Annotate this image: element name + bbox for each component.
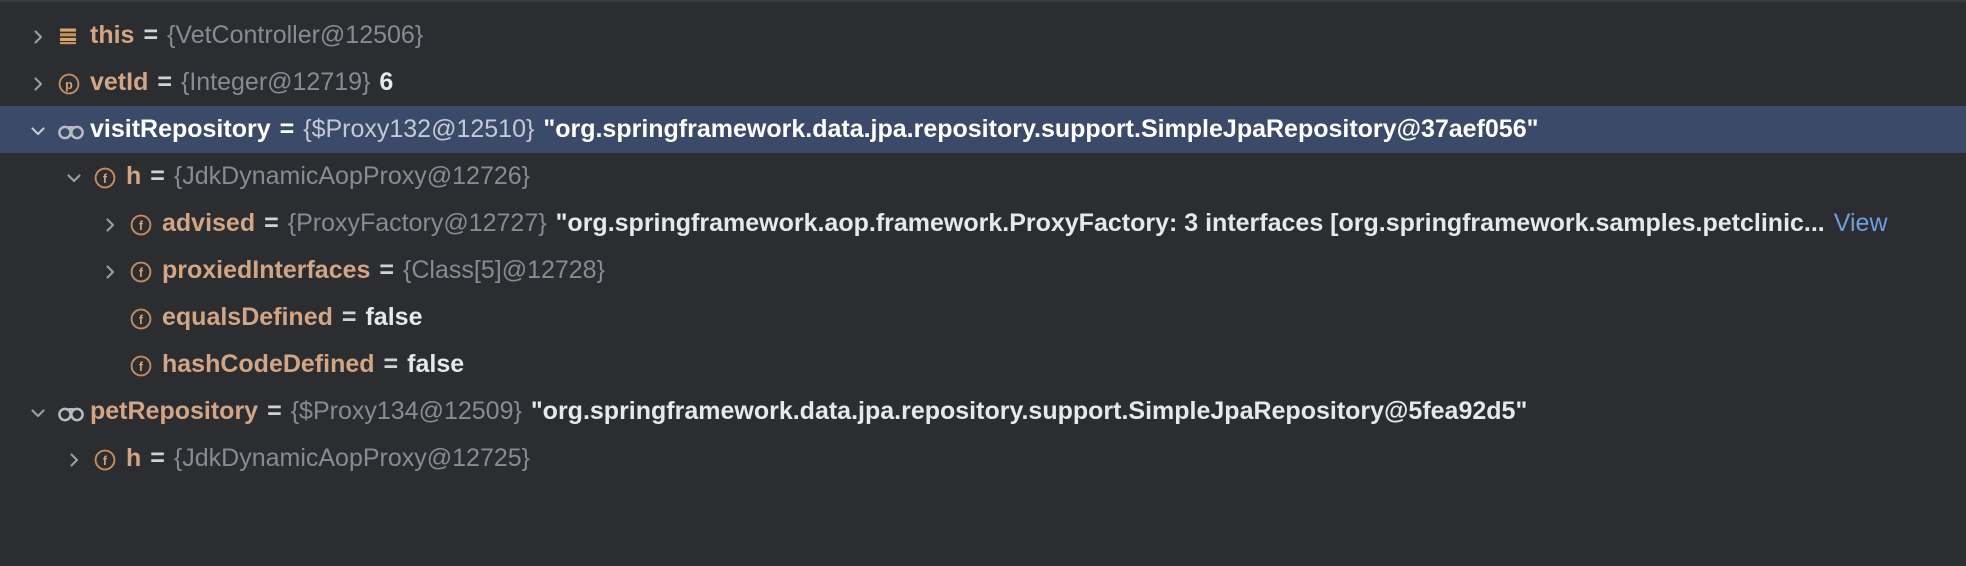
svg-text:f: f	[139, 219, 144, 233]
parameter-p-icon: p	[54, 59, 90, 106]
svg-text:f: f	[139, 266, 144, 280]
variable-type: {VetController@12506}	[167, 21, 424, 49]
assignment-operator: =	[267, 397, 282, 425]
field-icon: f	[90, 435, 126, 482]
variable-type: {JdkDynamicAopProxy@12725}	[173, 444, 531, 472]
tree-indent	[0, 200, 96, 247]
assignment-operator: =	[157, 68, 172, 96]
assignment-operator: =	[150, 162, 165, 190]
variable-name: hashCodeDefined	[162, 350, 375, 378]
variable-value: "org.springframework.data.jpa.repository…	[543, 115, 1539, 143]
assignment-operator: =	[279, 115, 295, 143]
field-icon: f	[126, 341, 162, 388]
chevron-down-icon[interactable]	[60, 153, 90, 200]
chevron-right-icon[interactable]	[96, 247, 126, 294]
variable-row-content: f advised = {ProxyFactory@12727} "org.spring…	[0, 200, 1888, 247]
tree-indent	[0, 247, 96, 294]
field-icon: f	[90, 153, 126, 200]
variable-name: h	[126, 444, 142, 472]
variables-tree[interactable]: this = {VetController@12506} p vetId = {Intege…	[0, 12, 1966, 482]
svg-text:f: f	[139, 360, 144, 374]
svg-text:f: f	[139, 313, 144, 327]
tree-indent	[0, 106, 24, 153]
variable-row-content: f proxiedInterfaces = {Class[5]@12728}	[0, 247, 605, 294]
view-link[interactable]: View	[1833, 209, 1888, 237]
variable-name: this	[90, 21, 135, 49]
panel-top-separator	[0, 0, 1966, 2]
variable-value: false	[407, 350, 465, 378]
interface-icon	[54, 388, 90, 435]
variable-type: {$Proxy134@12509}	[290, 397, 522, 425]
assignment-operator: =	[341, 303, 357, 331]
variable-row-content: p vetId = {Integer@12719} 6	[0, 59, 393, 106]
variable-row-content: f h = {JdkDynamicAopProxy@12726}	[0, 153, 530, 200]
svg-text:f: f	[103, 172, 108, 186]
assignment-operator: =	[150, 444, 165, 472]
tree-indent	[0, 294, 96, 341]
variable-row-proxiedInterfaces[interactable]: f proxiedInterfaces = {Class[5]@12728}	[0, 247, 1966, 294]
variable-row-equalsDefined[interactable]: f equalsDefined = false	[0, 294, 1966, 341]
variable-name: equalsDefined	[162, 303, 333, 331]
field-icon: f	[126, 294, 162, 341]
object-fields-icon	[54, 12, 90, 59]
tree-toggle-placeholder	[96, 341, 126, 388]
variable-value: "org.springframework.data.jpa.repository…	[530, 397, 1528, 425]
variable-name: petRepository	[90, 397, 259, 425]
variable-row-advised[interactable]: f advised = {ProxyFactory@12727} "org.spring…	[0, 200, 1966, 247]
variable-row-content: petRepository = {$Proxy134@12509} "org.spri…	[0, 388, 1527, 435]
chevron-down-icon[interactable]	[24, 106, 54, 153]
variable-type: {$Proxy132@12510}	[303, 115, 535, 143]
variable-value: "org.springframework.aop.framework.Proxy…	[555, 209, 1825, 237]
variable-type: {ProxyFactory@12727}	[287, 209, 547, 237]
variable-row-vetId[interactable]: p vetId = {Integer@12719} 6	[0, 59, 1966, 106]
variable-row-content: f equalsDefined = false	[0, 294, 422, 341]
tree-indent	[0, 435, 60, 482]
field-icon: f	[126, 247, 162, 294]
variable-type: {Integer@12719}	[180, 68, 371, 96]
variable-value: 6	[379, 68, 394, 96]
assignment-operator: =	[143, 21, 159, 49]
chevron-right-icon[interactable]	[24, 59, 54, 106]
chevron-right-icon[interactable]	[96, 200, 126, 247]
variable-type: {JdkDynamicAopProxy@12726}	[173, 162, 531, 190]
variable-name: visitRepository	[90, 115, 271, 143]
variable-value: false	[365, 303, 423, 331]
variable-row-content: f hashCodeDefined = false	[0, 341, 464, 388]
variable-name: advised	[162, 209, 256, 237]
chevron-down-icon[interactable]	[24, 388, 54, 435]
svg-text:p: p	[65, 78, 73, 92]
interface-icon	[54, 106, 90, 153]
variable-row-content: f h = {JdkDynamicAopProxy@12725}	[0, 435, 530, 482]
variable-row-content: visitRepository = {$Proxy132@12510} "org.sp…	[0, 106, 1538, 153]
tree-indent	[0, 153, 60, 200]
variable-row-petRepository[interactable]: petRepository = {$Proxy134@12509} "org.spri…	[0, 388, 1966, 435]
variable-row-hashCodeDefined[interactable]: f hashCodeDefined = false	[0, 341, 1966, 388]
tree-indent	[0, 341, 96, 388]
variable-row-h2[interactable]: f h = {JdkDynamicAopProxy@12725}	[0, 435, 1966, 482]
chevron-right-icon[interactable]	[24, 12, 54, 59]
tree-indent	[0, 12, 24, 59]
variable-name: h	[126, 162, 142, 190]
variable-row-h[interactable]: f h = {JdkDynamicAopProxy@12726}	[0, 153, 1966, 200]
field-icon: f	[126, 200, 162, 247]
variable-row-visitRepository[interactable]: visitRepository = {$Proxy132@12510} "org.sp…	[0, 106, 1966, 153]
tree-indent	[0, 388, 24, 435]
tree-toggle-placeholder	[96, 294, 126, 341]
assignment-operator: =	[264, 209, 279, 237]
tree-indent	[0, 59, 24, 106]
variable-name: proxiedInterfaces	[162, 256, 371, 284]
variable-row-content: this = {VetController@12506}	[0, 12, 423, 59]
variable-name: vetId	[90, 68, 149, 96]
variable-type: {Class[5]@12728}	[403, 256, 605, 284]
chevron-right-icon[interactable]	[60, 435, 90, 482]
svg-text:f: f	[103, 454, 108, 468]
assignment-operator: =	[379, 256, 395, 284]
variable-row-this[interactable]: this = {VetController@12506}	[0, 12, 1966, 59]
assignment-operator: =	[383, 350, 399, 378]
